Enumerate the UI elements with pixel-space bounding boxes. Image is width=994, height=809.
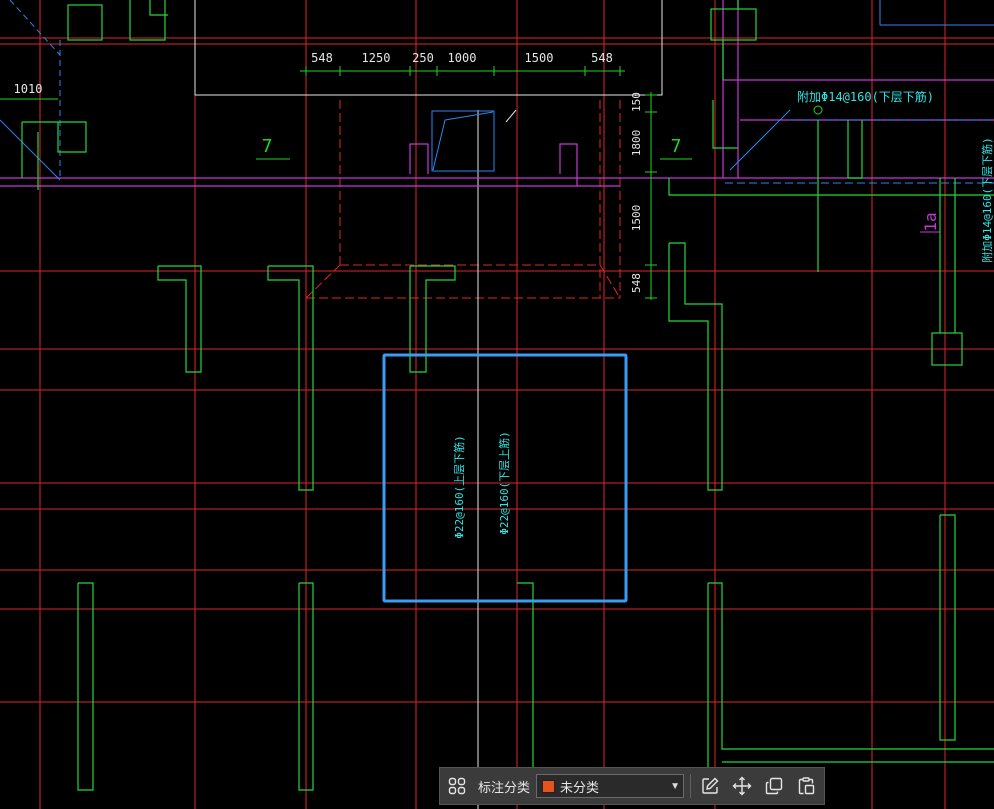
toolbar-divider bbox=[690, 774, 692, 798]
dim-top-4: 1000 bbox=[448, 51, 477, 65]
axis-grid-dashed bbox=[305, 100, 621, 299]
rebar-label-selected-2[interactable]: Φ22@160(下层上筋) bbox=[497, 431, 511, 535]
dim-top-1: 548 bbox=[311, 51, 333, 65]
paste-icon[interactable] bbox=[793, 773, 819, 799]
section-mark-7-left: 7 bbox=[262, 136, 273, 157]
category-value: 未分类 bbox=[560, 779, 600, 795]
section-mark-7-right: 7 bbox=[671, 136, 682, 157]
mark-1a: 1a bbox=[921, 212, 940, 231]
rebar-marker-icon bbox=[813, 105, 823, 115]
dim-right-1: 150 bbox=[630, 92, 643, 112]
rebar-label-right-vertical[interactable]: 附加Φ14@160(下层下筋) bbox=[980, 137, 994, 263]
dim-right-2: 1800 bbox=[630, 130, 643, 157]
rebar-label-selected-1[interactable]: Φ22@160(上层下筋) bbox=[452, 435, 466, 539]
dim-right-4: 548 bbox=[630, 273, 643, 293]
dim-top-3: 250 bbox=[412, 51, 434, 65]
copy-icon[interactable] bbox=[761, 773, 787, 799]
selection-box[interactable] bbox=[382, 353, 628, 603]
category-label: 标注分类 bbox=[478, 779, 531, 795]
blue-lines bbox=[0, 0, 994, 184]
rebar-label-upper-right[interactable]: 附加Φ14@160(下层下筋) bbox=[797, 89, 934, 104]
white-outline bbox=[194, 0, 663, 809]
break-mark bbox=[505, 109, 517, 123]
dim-top-5: 1500 bbox=[525, 51, 554, 65]
category-color-swatch bbox=[542, 779, 556, 793]
dim-top-2: 1250 bbox=[362, 51, 391, 65]
move-icon[interactable] bbox=[729, 773, 755, 799]
annotation-toolbar: 标注分类 未分类 ▼ bbox=[439, 767, 825, 805]
edit-icon[interactable] bbox=[697, 773, 723, 799]
dim-top-6: 548 bbox=[591, 51, 613, 65]
dim-left: 1010 bbox=[14, 82, 43, 96]
chevron-down-icon: ▼ bbox=[670, 780, 680, 792]
dim-right-3: 1500 bbox=[630, 205, 643, 232]
category-dropdown[interactable]: 未分类 ▼ bbox=[536, 774, 685, 798]
dimension-lines bbox=[0, 66, 940, 300]
grid-icon[interactable] bbox=[444, 773, 470, 799]
